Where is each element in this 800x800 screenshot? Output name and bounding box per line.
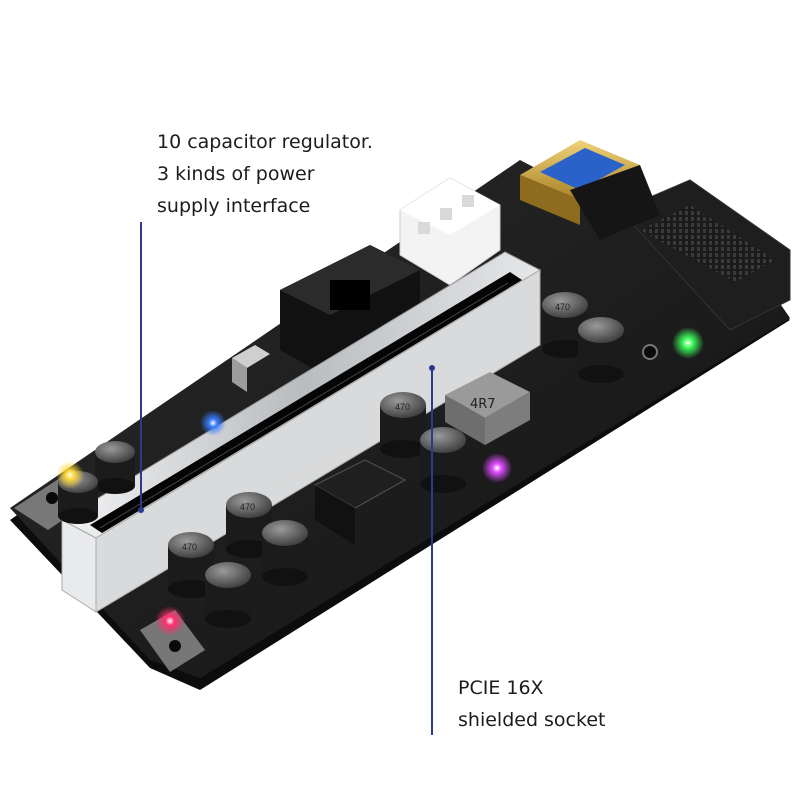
led-purple-icon [482, 453, 512, 483]
caption-line: 10 capacitor regulator. [157, 131, 373, 153]
capacitors [58, 292, 624, 628]
caption-line: 3 kinds of power [157, 163, 315, 185]
caption-line: PCIE 16X [458, 677, 544, 699]
inductor-label: 4R7 [470, 397, 496, 412]
inductor: 4R7 [445, 372, 530, 445]
led-green-icon [672, 327, 704, 359]
capacitor-regulator-caption: 10 capacitor regulator. 3 kinds of power… [157, 126, 373, 222]
capacitor [95, 441, 135, 494]
toggle-switch [232, 345, 270, 392]
sata-connector [619, 179, 791, 331]
six-pin-connector [399, 177, 501, 286]
led-blue-icon [200, 410, 226, 436]
caption-line: supply interface [157, 195, 311, 217]
usb-port [520, 140, 660, 240]
pointer-dot-top [138, 507, 144, 513]
led-yellow-icon [56, 461, 84, 489]
capacitor [262, 520, 308, 586]
regulator-chip [313, 459, 407, 545]
capacitor [205, 562, 251, 628]
pcie-slot [60, 251, 542, 613]
capacitor-marking: 470 [240, 502, 255, 512]
capacitor-marking: 470 [555, 302, 570, 312]
capacitor [420, 427, 466, 493]
caption-line: shielded socket [458, 709, 606, 731]
capacitor [578, 317, 624, 383]
capacitor-marking: 470 [182, 542, 197, 552]
pointer-dot-bottom [429, 365, 435, 371]
led-pink-icon [155, 606, 185, 636]
capacitor [380, 392, 426, 458]
pcie-socket-caption: PCIE 16X shielded socket [458, 672, 605, 736]
capacitor-marking: 470 [395, 402, 410, 412]
